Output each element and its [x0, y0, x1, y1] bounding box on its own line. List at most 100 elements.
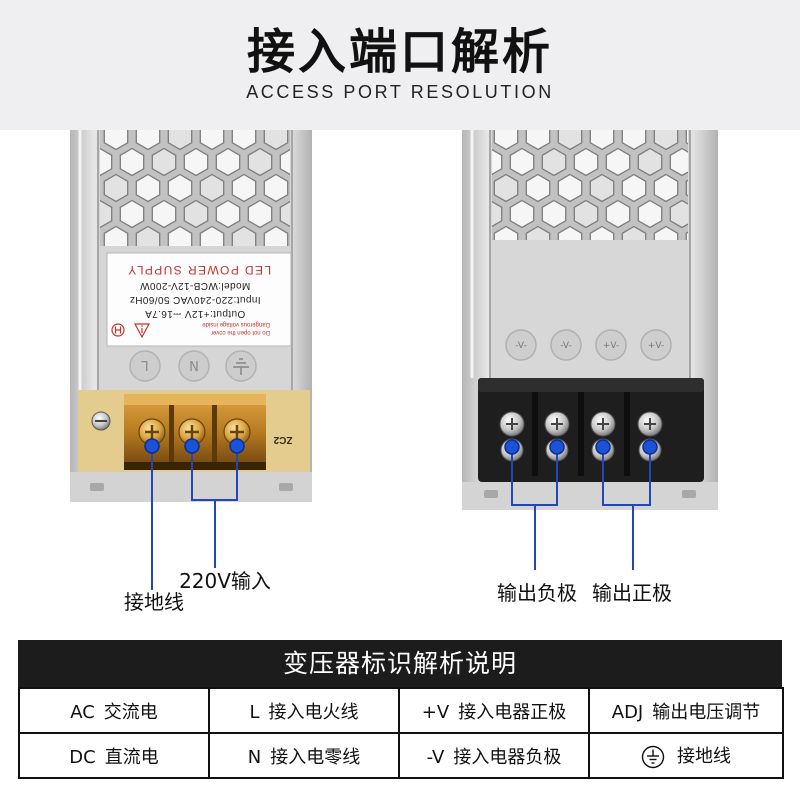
legend-desc: 接地线 — [677, 746, 731, 767]
vent-hole — [151, 147, 177, 177]
case-notch — [279, 483, 293, 491]
vent-hole — [167, 173, 193, 203]
legend-desc: 交流电 — [103, 701, 158, 723]
vent-hole — [525, 130, 551, 151]
vent-hole — [541, 199, 567, 229]
vent-hole — [119, 147, 145, 177]
mark-circle — [505, 329, 537, 361]
vent-hole — [100, 199, 113, 229]
legend-cell-n: N 接入电零线 — [208, 732, 400, 779]
vent-hole — [493, 225, 519, 240]
vent-hole — [103, 130, 129, 151]
terminal-top-ridge — [124, 394, 266, 405]
vent-hole — [199, 130, 225, 151]
case-notch — [90, 483, 104, 491]
callout-positive-label: 输出正极 — [592, 581, 672, 605]
legend-cell-ground: 接地线 — [588, 732, 784, 779]
vent-hole — [279, 200, 290, 228]
legend-code: N — [247, 746, 262, 768]
vent-hole — [103, 173, 129, 203]
vent-hole — [669, 199, 688, 229]
case-notch — [484, 490, 498, 498]
case-notch — [682, 490, 696, 498]
vent-hole — [525, 225, 551, 240]
vent-hole — [621, 225, 647, 240]
mark-circle — [550, 329, 582, 361]
vent-hole — [492, 200, 503, 228]
terminal-top-ridge — [478, 378, 704, 392]
vent-hole — [215, 199, 241, 229]
vent-hole — [493, 130, 519, 151]
vent-hole — [589, 225, 615, 240]
mark-circle — [595, 329, 627, 361]
vent-hole — [231, 130, 257, 151]
vent-hole — [493, 173, 519, 203]
page-title: 接入端口解析 — [246, 24, 553, 80]
ground-icon — [233, 358, 249, 375]
terminal-divider — [578, 392, 584, 476]
marker-dot — [504, 439, 520, 455]
terminal-divider — [212, 405, 217, 463]
terminal-divider — [169, 405, 174, 463]
vent-hole — [669, 147, 688, 177]
marker-dot — [144, 438, 160, 454]
label-sticker — [106, 252, 292, 347]
vent-hole — [167, 130, 193, 151]
mark-circle — [178, 350, 210, 382]
terminal-divider — [624, 392, 630, 476]
vent-hole — [605, 147, 631, 177]
output-marks: -V- -V- +V- +V- — [505, 329, 672, 361]
vent-hole — [525, 173, 551, 203]
vent-hole — [100, 147, 113, 177]
vent-hole — [215, 147, 241, 177]
spec-label: LED POWER SUPPLY Model:WCB-12V-200W Inpu… — [106, 252, 292, 347]
vent-mesh — [100, 130, 290, 246]
vent-hole — [183, 199, 209, 229]
power-supply-right: -V- -V- +V- +V- — [462, 130, 718, 510]
legend-desc: 接入电零线 — [270, 746, 361, 768]
vent-hole — [589, 130, 615, 151]
terminal-screw — [178, 418, 206, 446]
output-mark: -V- — [515, 341, 527, 351]
legend-desc: 接入电火线 — [268, 701, 359, 723]
vent-hole — [231, 225, 257, 246]
input-marks: L N — [129, 350, 257, 382]
vent-hole — [557, 130, 583, 151]
mark-circle — [640, 329, 672, 361]
output-mark: -V- — [560, 341, 572, 351]
case-bottom — [462, 482, 718, 510]
terminal-divider — [532, 392, 538, 476]
vent-hole — [151, 199, 177, 229]
callout-positive-bracket — [602, 447, 651, 506]
output-mark: +V- — [648, 341, 664, 351]
page-subtitle: ACCESS PORT RESOLUTION — [246, 82, 554, 102]
power-supply-left: LED POWER SUPPLY Model:WCB-12V-200W Inpu… — [70, 130, 312, 502]
output-mark: +V- — [603, 341, 619, 351]
legend-desc: 直流电 — [104, 746, 159, 768]
product-photos: LED POWER SUPPLY Model:WCB-12V-200W Inpu… — [70, 130, 718, 614]
legend-cell-l: L 接入电火线 — [208, 687, 400, 734]
vent-hole — [541, 147, 567, 177]
legend-title: 变压器标识解析说明 — [18, 640, 782, 687]
terminal-imprint: ZC2 — [273, 434, 292, 445]
vent-hole — [573, 199, 599, 229]
vent-hole — [653, 130, 679, 151]
vent-hole — [509, 199, 535, 229]
vent-hole — [263, 225, 289, 246]
callout-ground-label: 接地线 — [124, 590, 184, 614]
vent-hole — [685, 231, 688, 240]
ground-icon — [641, 745, 665, 769]
terminal-screw — [223, 418, 251, 446]
callout-lines — [151, 446, 651, 590]
label-title: LED POWER SUPPLY — [127, 263, 271, 277]
vent-hole — [135, 225, 161, 246]
callout-ac-label: 220V输入 — [179, 569, 271, 593]
vent-hole — [621, 130, 647, 151]
legend-code: -V — [426, 746, 445, 768]
legend-code: L — [249, 701, 260, 723]
